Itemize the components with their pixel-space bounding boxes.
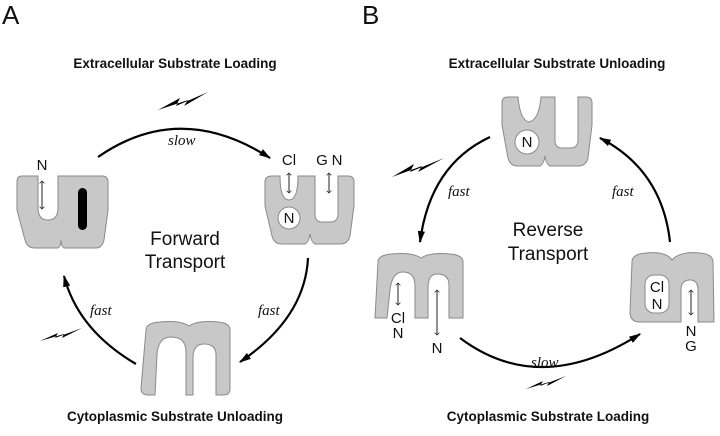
transporter-inward-loaded xyxy=(629,252,715,323)
lightning-icon xyxy=(392,158,444,177)
lightning-icon xyxy=(526,376,566,389)
substrate-label: N xyxy=(37,157,48,174)
arrow-fast-reorient xyxy=(598,137,672,243)
speed-label-fast: fast xyxy=(90,303,113,319)
transporter-inward-releasing: Cl xyxy=(374,253,464,336)
arrow-slow-loading xyxy=(97,127,272,159)
heading-cytoplasmic-unloading: Cytoplasmic Substrate Unloading xyxy=(67,409,283,424)
transporter-inward-empty xyxy=(140,321,231,396)
lightning-icon xyxy=(40,328,82,341)
substrate-label: Cl xyxy=(282,152,296,169)
substrate-label: G xyxy=(316,152,328,169)
panel-b: B Extracellular Substrate Unloading Cyto… xyxy=(362,0,715,424)
lightning-icon xyxy=(158,92,208,110)
gate-bar xyxy=(78,188,87,230)
heading-cytoplasmic-loading: Cytoplasmic Substrate Loading xyxy=(447,409,650,424)
transporter-outward-releasing: N xyxy=(501,96,593,167)
heading-extracellular-loading: Extracellular Substrate Loading xyxy=(73,56,276,71)
substrate-label: N xyxy=(686,323,697,340)
substrate-label: N xyxy=(432,340,443,357)
center-label-transport: Transport xyxy=(508,244,589,265)
bound-sodium: N xyxy=(652,296,663,313)
speed-label-slow: slow xyxy=(531,355,559,371)
center-label-forward: Forward xyxy=(150,229,220,250)
bound-sodium: N xyxy=(284,210,295,227)
substrate-label: G xyxy=(685,338,697,355)
speed-label-fast: fast xyxy=(612,184,635,200)
panel-a: A Extracellular Substrate Loading Cytopl… xyxy=(2,0,355,424)
center-label-transport: Transport xyxy=(145,252,226,273)
speed-label-fast: fast xyxy=(448,184,471,200)
center-label-reverse: Reverse xyxy=(513,220,584,241)
bound-sodium: N xyxy=(522,134,533,151)
speed-label-fast: fast xyxy=(258,303,281,319)
panel-label-a: A xyxy=(2,0,20,30)
speed-label-slow: slow xyxy=(168,133,196,149)
panel-label-b: B xyxy=(362,0,379,30)
substrate-label: N xyxy=(332,152,343,169)
substrate-label: N xyxy=(393,325,404,342)
heading-extracellular-unloading: Extracellular Substrate Unloading xyxy=(449,56,666,71)
arrow-slow-loading xyxy=(459,333,642,369)
transporter-outward-empty: N xyxy=(16,157,109,249)
arrow-fast-unloading xyxy=(417,136,491,244)
arrow-fast-unloading xyxy=(239,257,310,363)
substrate-label: Cl xyxy=(391,310,405,327)
arrow-fast-reorient xyxy=(62,274,137,365)
bound-chloride: Cl xyxy=(650,279,664,296)
transporter-outward-loaded: N Cl G N xyxy=(264,152,355,245)
